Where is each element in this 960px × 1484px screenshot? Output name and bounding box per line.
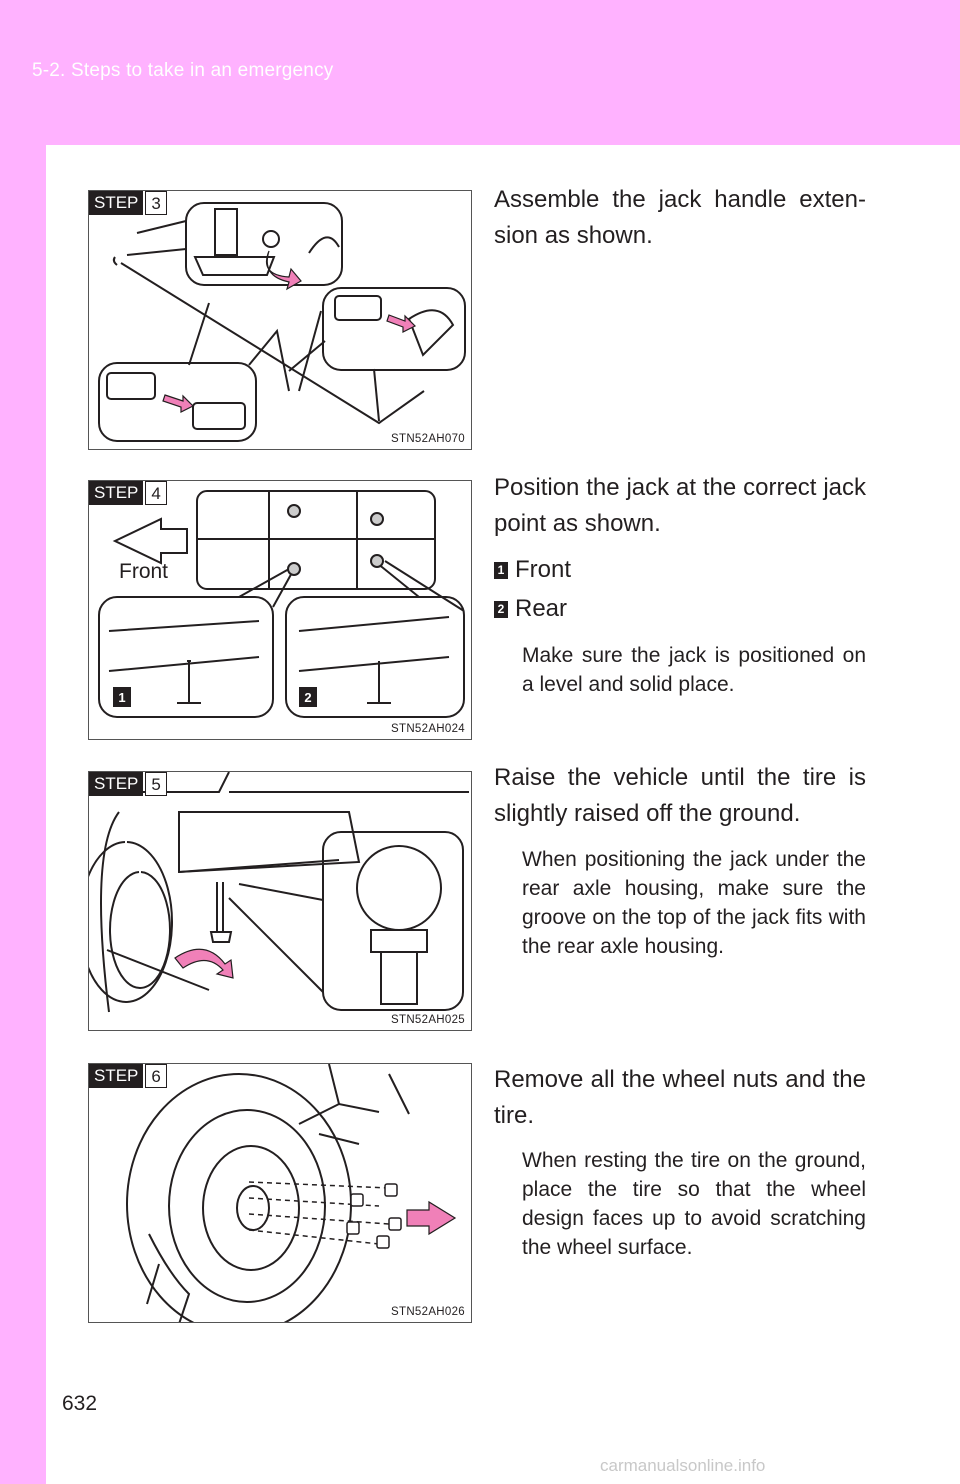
figure-step-5: STEP 5 STN52AH025 xyxy=(88,771,472,1031)
step-badge: STEP 4 xyxy=(89,481,167,505)
remove-tire-illustration xyxy=(126,1064,457,1322)
figure-step-6: STEP 6 STN52AH026 xyxy=(88,1063,472,1323)
step-number: 3 xyxy=(145,191,167,215)
step-badge: STEP 6 xyxy=(89,1064,167,1088)
legend-label: Rear xyxy=(515,595,568,622)
section-title: 5-2. Steps to take in an emergency xyxy=(32,60,334,81)
step-word: STEP xyxy=(89,772,144,796)
figure-code: STN52AH026 xyxy=(391,1306,465,1318)
side-margin-band xyxy=(0,145,46,1484)
step-badge: STEP 3 xyxy=(89,191,167,215)
legend-marker: 1 xyxy=(494,561,508,579)
step-number: 6 xyxy=(145,1064,167,1088)
step-number: 5 xyxy=(145,772,167,796)
step-word: STEP xyxy=(89,1064,144,1088)
figure-marker-2: 2 xyxy=(304,690,311,705)
figure-step-4: 1 2 Front STEP 4 STN52AH024 xyxy=(88,480,472,740)
figure-code: STN52AH070 xyxy=(391,433,465,445)
step-5-note: When positioning the jack under the rear… xyxy=(522,848,866,958)
step-badge: STEP 5 xyxy=(89,772,167,796)
jack-points-illustration: 1 2 Front xyxy=(98,490,465,718)
step-number: 4 xyxy=(145,481,167,505)
figure-step-3: STEP 3 STN52AH070 xyxy=(88,190,472,450)
raise-vehicle-illustration xyxy=(89,772,469,1013)
step-3-text: Assemble the jack handle exten-sion as s… xyxy=(494,186,866,249)
step-6-text: Remove all the wheel nuts and the tire. xyxy=(494,1066,866,1129)
figure-code: STN52AH024 xyxy=(391,723,465,735)
step-4-text: Position the jack at the correct jack po… xyxy=(494,474,866,537)
step-6-note: When resting the tire on the ground, pla… xyxy=(522,1149,866,1259)
figure-code: STN52AH025 xyxy=(391,1014,465,1026)
step-word: STEP xyxy=(89,191,144,215)
legend-item-front: 1 Front xyxy=(494,555,571,585)
step-4-note: Make sure the jack is positioned on a le… xyxy=(522,644,866,696)
watermark: carmanualsonline.info xyxy=(600,1456,766,1475)
header-band: 5-2. Steps to take in an emergency xyxy=(0,0,960,145)
step-5-text: Raise the vehicle until the tire is slig… xyxy=(494,764,866,827)
legend-item-rear: 2 Rear xyxy=(494,594,567,624)
page-number: 632 xyxy=(62,1392,98,1415)
jack-handle-illustration xyxy=(98,202,466,442)
front-label: Front xyxy=(119,560,168,583)
legend-marker: 2 xyxy=(494,600,508,618)
step-word: STEP xyxy=(89,481,144,505)
figure-marker-1: 1 xyxy=(118,690,125,705)
legend-label: Front xyxy=(515,556,572,583)
